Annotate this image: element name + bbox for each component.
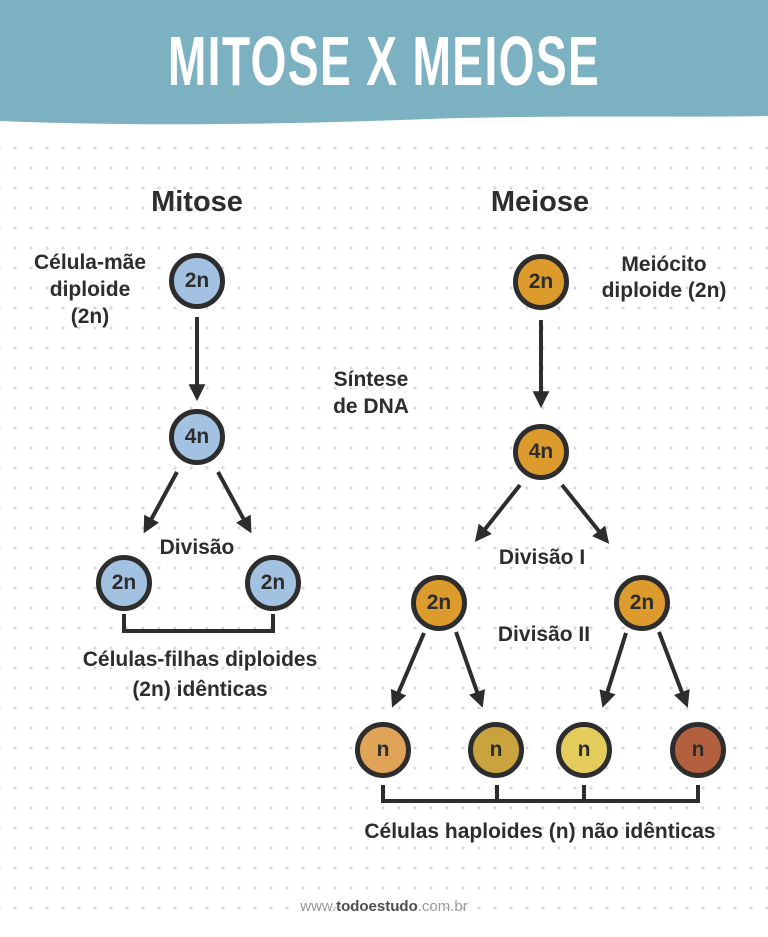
mitose-parent-label: Célula-mãe diploide (2n) [33,251,147,328]
haploid-cell-3: n [556,722,612,778]
meiose-parent-label: Meiócito diploide (2n) [601,253,727,302]
footer-url-suffix: .com.br [417,898,468,915]
page-title: MITOSE X MEIOSE [167,22,601,100]
cell-label: 2n [111,571,137,594]
cell-label: 4n [184,425,210,448]
footer-url: www.todoestudo.com.br [0,898,768,915]
banner: MITOSE X MEIOSE [0,0,768,127]
meiose-division1-cell-left: 2n [411,575,467,631]
haploid-cell-4: n [670,722,726,778]
mitose-daughter-cell-left: 2n [96,555,152,611]
meiose-caption: Células haploides (n) não idênticas [364,820,716,843]
cell-label: 4n [528,440,554,463]
cell-label: n [489,738,503,761]
mitose-heading: Mitose [151,186,243,218]
cell-label: 2n [184,269,210,292]
cell-label: 2n [260,571,286,594]
mitose-parent-cell: 2n [169,253,225,309]
mitose-synthesis-cell: 4n [169,409,225,465]
meiose-heading: Meiose [490,186,590,218]
footer-url-bold: todoestudo [336,898,418,915]
meiose-synthesis-cell: 4n [513,424,569,480]
dna-synthesis-label: Síntese de DNA [333,368,409,418]
footer-url-prefix: www. [300,898,337,915]
mitose-daughter-cell-right: 2n [245,555,301,611]
haploid-cell-1: n [355,722,411,778]
mitose-caption: Células-filhas diploides (2n) idênticas [82,648,318,701]
cell-label: 2n [426,591,452,614]
meiose-division1-label: Divisão I [498,546,586,569]
mitose-division-label: Divisão [159,536,235,559]
cell-label: n [376,738,390,761]
cell-label: 2n [528,270,554,293]
banner-wave-edge [0,116,768,127]
haploid-cell-2: n [468,722,524,778]
meiose-division1-cell-right: 2n [614,575,670,631]
cell-label: n [577,738,591,761]
cell-label: 2n [629,591,655,614]
meiose-parent-cell: 2n [513,254,569,310]
cell-label: n [691,738,705,761]
meiose-division2-label: Divisão II [497,623,591,646]
